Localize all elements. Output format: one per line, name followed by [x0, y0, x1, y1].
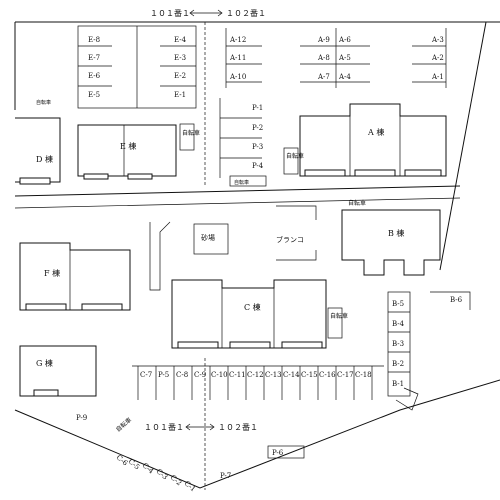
parking-c5: C-5	[127, 457, 141, 471]
parking-c13: C-13	[265, 371, 282, 379]
parking-c9: C-9	[194, 371, 206, 379]
parking-a2: A-2	[431, 54, 444, 62]
parking-c4: C-4	[141, 461, 156, 475]
east-boundary	[439, 21, 487, 271]
parking-b2: B-2	[392, 360, 404, 368]
playground	[149, 205, 317, 291]
parking-a5: A-5	[338, 54, 351, 62]
parking-c17: C-17	[337, 371, 354, 379]
parking-c14: C-14	[283, 371, 300, 379]
parking-e1: E-1	[174, 91, 186, 99]
parking-c10: C-10	[211, 371, 228, 379]
bike-shelter-c	[327, 307, 343, 339]
bike-shelter-bottom-label: 自転車	[114, 416, 133, 434]
building-b-label: B 棟	[388, 228, 404, 238]
parking-p3: P-3	[252, 143, 263, 151]
bike-tr-label: 自転車	[348, 199, 366, 207]
top-lot-left: １０１番１	[150, 8, 190, 18]
central-road	[14, 175, 461, 209]
parking-c18: C-18	[355, 371, 372, 379]
building-c	[171, 279, 327, 349]
parking-p9: P-9	[76, 414, 87, 422]
bottom-lot-arrow	[185, 423, 215, 431]
bike-shelter-c-label: 自転車	[330, 312, 348, 320]
parking-a10: A-10	[229, 73, 246, 81]
parking-p5: P-5	[158, 371, 169, 379]
parking-b3: B-3	[392, 340, 404, 348]
e-parking-block	[77, 25, 197, 109]
bike-shelter-a	[283, 147, 299, 175]
parking-e4: E-4	[174, 36, 187, 44]
parking-b6: B-6	[450, 296, 463, 304]
bike-shelter-top-label: 自転車	[182, 129, 200, 137]
parking-a8: A-8	[317, 54, 330, 62]
parking-c15: C-15	[301, 371, 318, 379]
building-f	[19, 242, 131, 311]
bike-road-label: 自転車	[234, 179, 249, 186]
parking-p1: P-1	[252, 104, 263, 112]
parking-e2: E-2	[174, 72, 186, 80]
parking-a3: A-3	[431, 36, 444, 44]
parking-c6: C-6	[115, 453, 130, 467]
building-d	[15, 117, 61, 185]
parking-c11: C-11	[229, 371, 246, 379]
parking-c1: C-1	[183, 479, 197, 493]
south-boundary	[14, 358, 500, 490]
building-e-label: E 棟	[120, 141, 136, 151]
building-e	[77, 124, 177, 180]
bottom-lot-right: １０２番１	[218, 422, 258, 432]
p-top-parking	[219, 98, 262, 178]
parking-c16: C-16	[319, 371, 336, 379]
parking-c7: C-7	[140, 371, 152, 379]
parking-a9: A-9	[317, 36, 330, 44]
parking-p2: P-2	[252, 124, 263, 132]
swing-label: ブランコ	[276, 235, 304, 244]
bottom-lot-left: １０１番１	[144, 422, 184, 432]
sandbox-label: 砂場	[201, 233, 215, 242]
parking-b5: B-5	[392, 300, 404, 308]
parking-e6: E-6	[88, 72, 101, 80]
bike-shelter-left: 自転車	[36, 99, 51, 106]
parking-a11: A-11	[229, 54, 246, 62]
c-parking-row	[132, 365, 384, 400]
parking-a4: A-4	[338, 73, 351, 81]
building-a-label: A 棟	[367, 127, 384, 137]
parking-e3: E-3	[174, 54, 186, 62]
parking-c2: C-2	[169, 473, 183, 487]
parking-c3: C-3	[155, 467, 169, 481]
parking-e5: E-5	[88, 91, 100, 99]
building-f-label: F 棟	[44, 268, 60, 278]
top-boundary	[14, 21, 500, 185]
building-c-label: C 棟	[244, 302, 261, 312]
building-d-label: D 棟	[36, 154, 53, 164]
parking-a6: A-6	[338, 36, 351, 44]
top-lot-arrow	[189, 9, 223, 17]
bike-shelter-top	[179, 123, 195, 151]
parking-p6: P-6	[272, 449, 284, 457]
bike-shelter-a-label: 自転車	[286, 152, 304, 160]
building-b	[341, 209, 441, 276]
building-a	[299, 103, 447, 177]
parking-c12: C-12	[247, 371, 264, 379]
parking-a12: A-12	[229, 36, 246, 44]
building-g-label: G 棟	[36, 358, 53, 368]
building-g	[19, 345, 97, 397]
parking-b4: B-4	[392, 320, 405, 328]
parking-b1: B-1	[392, 380, 404, 388]
parking-a7: A-7	[317, 73, 330, 81]
top-lot-right: １０２番１	[226, 8, 266, 18]
b-parking-column	[387, 291, 471, 397]
parking-e7: E-7	[88, 54, 100, 62]
a-parking-block	[225, 28, 447, 88]
parking-p7: P-7	[220, 472, 231, 480]
parking-e8: E-8	[88, 36, 100, 44]
parking-a1: A-1	[431, 73, 444, 81]
parking-p4: P-4	[252, 162, 264, 170]
parking-c8: C-8	[176, 371, 188, 379]
